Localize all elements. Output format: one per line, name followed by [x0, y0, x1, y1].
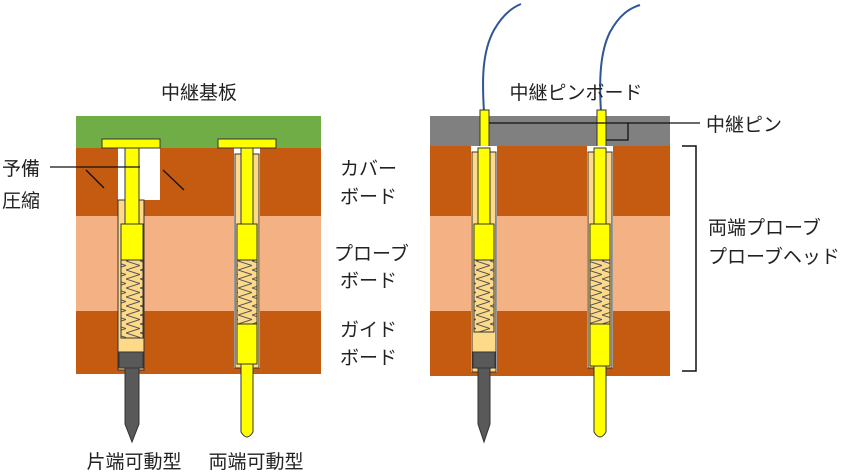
plunger-bottom-body — [589, 323, 611, 367]
plunger-top-body — [589, 223, 611, 261]
tip-holder — [118, 351, 144, 369]
guide-board-left — [76, 311, 321, 374]
plunger-top-body — [236, 223, 258, 261]
cover-board-left — [76, 148, 321, 216]
relay-pin-left — [479, 109, 490, 151]
double-probe-label-line1: 両端プローブ — [708, 217, 821, 239]
plunger-top-body — [473, 223, 495, 261]
left-assembly — [50, 116, 321, 444]
wire-left — [482, 3, 522, 113]
wire-right — [599, 4, 641, 113]
relay-pin-board-label: 中継ピンボード — [509, 82, 643, 104]
relay-probe-yellow-tip — [587, 146, 613, 438]
spare-label-line2: 圧縮 — [2, 190, 41, 212]
plunger-top-head — [101, 138, 161, 149]
probe-board-label-line2: ボード — [340, 270, 398, 292]
double-probe-label-line2: プローブヘッド — [708, 246, 840, 268]
double-movable-label: 両端可動型 — [208, 451, 304, 473]
relay-pin-board — [430, 116, 670, 146]
relay-board-label: 中継基板 — [160, 82, 238, 104]
spring — [589, 259, 611, 325]
relay-probe-gray-tip — [471, 146, 497, 444]
single-movable-label: 片端可動型 — [86, 451, 182, 473]
guide-board-right — [430, 311, 670, 376]
probe-board-left — [76, 216, 321, 311]
relay-pin-label: 中継ピン — [706, 114, 783, 136]
spring — [120, 259, 144, 339]
yellow-tip — [593, 365, 607, 438]
cover-board-right — [430, 146, 670, 216]
spare-leader-right — [162, 169, 185, 191]
double-end-probe-left — [217, 138, 277, 438]
gray-tip — [477, 367, 491, 444]
cover-board-label-line2: ボード — [340, 186, 398, 208]
gray-tip — [124, 367, 140, 444]
tip-holder — [472, 351, 496, 369]
yellow-tip — [240, 363, 254, 438]
plunger-top-head — [217, 138, 277, 149]
probe-head-bracket — [682, 145, 697, 372]
plunger-top-rod — [477, 147, 491, 225]
spare-leader-left — [85, 169, 105, 189]
relay-pin-leader — [489, 122, 629, 141]
plunger-top-rod — [240, 147, 254, 225]
plunger-top-rod — [593, 147, 607, 225]
probe-board-label-line1: プローブ — [334, 243, 409, 265]
probe-board-right — [430, 216, 670, 311]
guide-board-label-line1: ガイド — [340, 319, 398, 341]
spring — [236, 259, 258, 325]
spring — [473, 259, 495, 333]
spare-label-line1: 予備 — [2, 158, 41, 180]
right-assembly — [430, 3, 700, 444]
plunger-bottom-body — [236, 323, 258, 365]
plunger-top-rod — [124, 147, 140, 225]
relay-pin-right — [596, 109, 607, 151]
plunger-top-body — [120, 223, 144, 261]
cover-board-label-line1: カバー — [340, 158, 398, 180]
guide-board-label-line2: ボード — [340, 347, 398, 369]
